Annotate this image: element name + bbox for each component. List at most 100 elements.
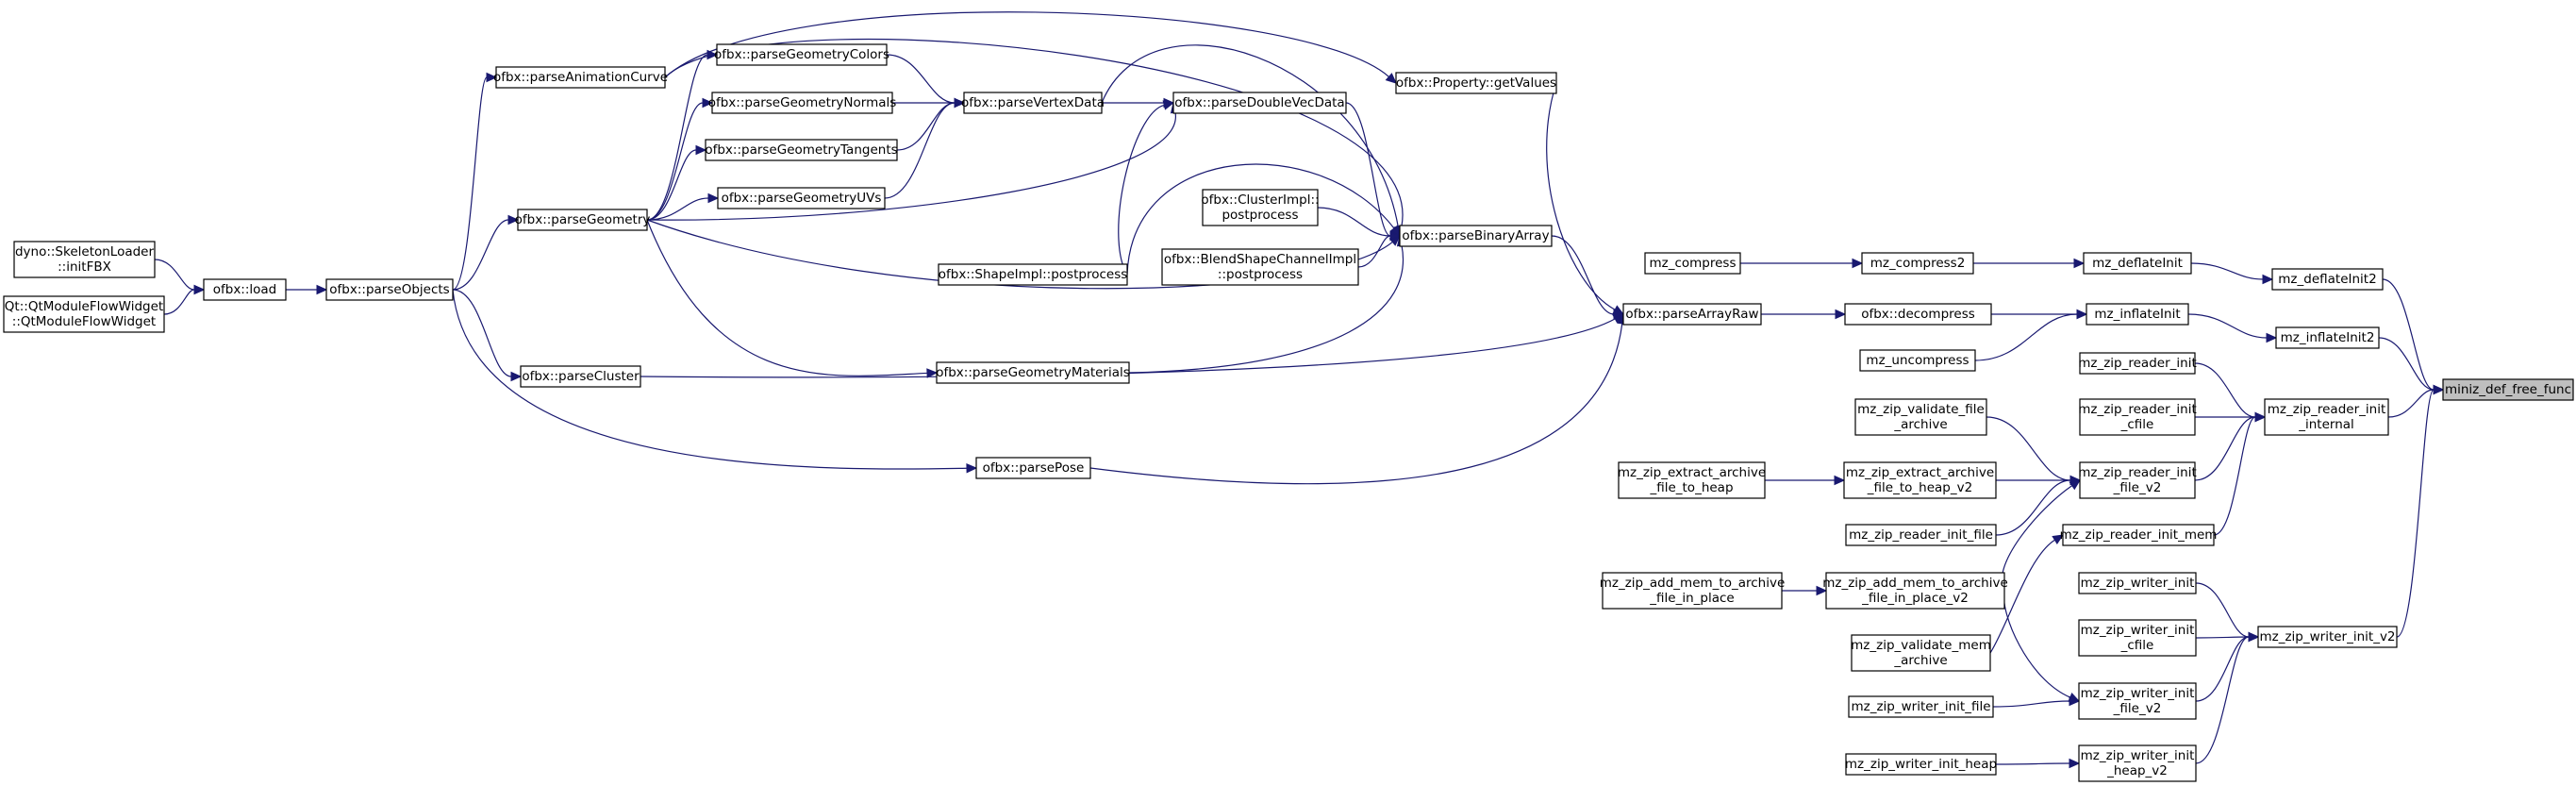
node-mz_zip_reader_init_internal[interactable]: mz_zip_reader_init_internal xyxy=(2264,398,2389,436)
node-box[interactable] xyxy=(2079,352,2196,375)
node-box[interactable] xyxy=(1843,461,1997,499)
node-mz_zip_reader_init_file_v2[interactable]: mz_zip_reader_init_file_v2 xyxy=(2078,461,2197,499)
node-ofbx_ShapeImpl[interactable]: ofbx::ShapeImpl::postprocess xyxy=(938,263,1128,286)
node-mz_zip_add_mem_to_archive_file_in_place_v2[interactable]: mz_zip_add_mem_to_archive_file_in_place_… xyxy=(1822,572,2008,610)
node-mz_zip_reader_init[interactable]: mz_zip_reader_init xyxy=(2078,352,2197,375)
node-mz_zip_writer_init_heap_v2[interactable]: mz_zip_writer_init_heap_v2 xyxy=(2078,744,2197,782)
node-box[interactable] xyxy=(325,278,454,301)
node-ofbx_Property_getValues[interactable]: ofbx::Property::getValues xyxy=(1395,72,1557,94)
node-box[interactable] xyxy=(2264,398,2389,436)
node-ofbx_parseGeometryMaterials[interactable]: ofbx::parseGeometryMaterials xyxy=(936,361,1130,384)
node-mz_zip_validate_file_archive[interactable]: mz_zip_validate_file_archive xyxy=(1854,398,1987,436)
node-box[interactable] xyxy=(1851,634,1991,672)
node-box[interactable] xyxy=(1845,753,1997,776)
node-mz_compress[interactable]: mz_compress xyxy=(1644,252,1741,275)
node-box[interactable] xyxy=(1161,248,1359,286)
node-box[interactable] xyxy=(2442,378,2574,401)
node-box[interactable] xyxy=(2078,572,2197,594)
node-ofbx_parseGeometryTangents[interactable]: ofbx::parseGeometryTangents xyxy=(705,139,898,161)
node-mz_deflateInit2[interactable]: mz_deflateInit2 xyxy=(2271,268,2384,291)
node-box[interactable] xyxy=(1172,92,1347,114)
node-box[interactable] xyxy=(1622,303,1762,326)
node-mz_compress2[interactable]: mz_compress2 xyxy=(1861,252,1974,275)
node-ofbx_parseGeometryColors[interactable]: ofbx::parseGeometryColors xyxy=(714,43,889,66)
node-box[interactable] xyxy=(936,361,1130,384)
node-ofbx_parseArrayRaw[interactable]: ofbx::parseArrayRaw xyxy=(1622,303,1762,326)
node-box[interactable] xyxy=(1202,189,1319,226)
node-box[interactable] xyxy=(495,66,666,89)
node-label: mz_zip_reader_init_mem xyxy=(2060,527,2218,543)
node-ofbx_parseAnimationCurve[interactable]: ofbx::parseAnimationCurve xyxy=(493,66,668,89)
node-ofbx_parseVertexData[interactable]: ofbx::parseVertexData xyxy=(961,92,1105,114)
node-mz_inflateInit[interactable]: mz_inflateInit xyxy=(2086,303,2189,326)
node-box[interactable] xyxy=(1845,524,1997,546)
node-mz_zip_writer_init_v2[interactable]: mz_zip_writer_init_v2 xyxy=(2257,626,2398,648)
node-ofbx_parsePose[interactable]: ofbx::parsePose xyxy=(975,457,1091,479)
node-miniz_def_free_func[interactable]: miniz_def_free_func xyxy=(2442,378,2574,401)
node-mz_zip_writer_init[interactable]: mz_zip_writer_init xyxy=(2078,572,2197,594)
node-box[interactable] xyxy=(517,209,648,231)
node-box[interactable] xyxy=(2078,682,2197,720)
node-box[interactable] xyxy=(1859,349,1976,372)
node-mz_uncompress[interactable]: mz_uncompress xyxy=(1859,349,1976,372)
node-box[interactable] xyxy=(13,241,156,278)
node-mz_zip_writer_init_file[interactable]: mz_zip_writer_init_file xyxy=(1848,695,1994,718)
node-ofbx_parseBinaryArray[interactable]: ofbx::parseBinaryArray xyxy=(1399,225,1553,247)
node-mz_zip_validate_mem_archive[interactable]: mz_zip_validate_mem_archive xyxy=(1851,634,1991,672)
node-box[interactable] xyxy=(520,365,641,388)
node-mz_zip_extract_archive_file_to_heap_v2[interactable]: mz_zip_extract_archive_file_to_heap_v2 xyxy=(1843,461,1997,499)
node-box[interactable] xyxy=(716,43,888,66)
node-ofbx_load[interactable]: ofbx::load xyxy=(203,278,287,301)
node-ofbx_parseCluster[interactable]: ofbx::parseCluster xyxy=(520,365,641,388)
node-box[interactable] xyxy=(1848,695,1994,718)
node-box[interactable] xyxy=(2079,461,2196,499)
node-box[interactable] xyxy=(1602,572,1783,610)
node-box[interactable] xyxy=(1618,461,1766,499)
node-box[interactable] xyxy=(1395,72,1557,94)
node-box[interactable] xyxy=(938,263,1128,286)
node-box[interactable] xyxy=(2257,626,2398,648)
node-box[interactable] xyxy=(711,92,893,114)
node-box[interactable] xyxy=(2078,619,2197,657)
node-box[interactable] xyxy=(1825,572,2005,610)
node-ofbx_parseGeometry[interactable]: ofbx::parseGeometry xyxy=(515,209,651,231)
node-box[interactable] xyxy=(1861,252,1974,275)
node-mz_zip_reader_init_file[interactable]: mz_zip_reader_init_file xyxy=(1845,524,1997,546)
node-mz_zip_writer_init_file_v2[interactable]: mz_zip_writer_init_file_v2 xyxy=(2078,682,2197,720)
node-box[interactable] xyxy=(963,92,1103,114)
node-box[interactable] xyxy=(975,457,1091,479)
node-box[interactable] xyxy=(2271,268,2384,291)
node-box[interactable] xyxy=(1644,252,1741,275)
node-box[interactable] xyxy=(2083,252,2192,275)
node-box[interactable] xyxy=(2062,524,2215,546)
node-box[interactable] xyxy=(3,295,165,333)
node-box[interactable] xyxy=(203,278,287,301)
node-mz_zip_writer_init_heap[interactable]: mz_zip_writer_init_heap xyxy=(1845,753,1997,776)
node-ofbx_parseDoubleVecData[interactable]: ofbx::parseDoubleVecData xyxy=(1172,92,1347,114)
node-dyno_skel[interactable]: dyno::SkeletonLoader::initFBX xyxy=(13,241,156,278)
node-box[interactable] xyxy=(1844,303,1992,326)
node-ofbx_parseObjects[interactable]: ofbx::parseObjects xyxy=(325,278,454,301)
node-box[interactable] xyxy=(2079,398,2196,436)
node-mz_zip_add_mem_to_archive_file_in_place[interactable]: mz_zip_add_mem_to_archive_file_in_place xyxy=(1600,572,1786,610)
node-mz_zip_reader_init_mem[interactable]: mz_zip_reader_init_mem xyxy=(2060,524,2218,546)
node-mz_zip_extract_archive_file_to_heap[interactable]: mz_zip_extract_archive_file_to_heap xyxy=(1618,461,1766,499)
node-ofbx_parseGeometryNormals[interactable]: ofbx::parseGeometryNormals xyxy=(708,92,897,114)
node-box[interactable] xyxy=(2275,326,2380,349)
node-box[interactable] xyxy=(1399,225,1553,247)
node-box[interactable] xyxy=(2086,303,2189,326)
node-ofbx_ClusterImpl[interactable]: ofbx::ClusterImpl::postprocess xyxy=(1201,189,1320,226)
node-qt_flow[interactable]: Qt::QtModuleFlowWidget::QtModuleFlowWidg… xyxy=(3,295,165,333)
node-box[interactable] xyxy=(717,187,886,209)
node-mz_deflateInit[interactable]: mz_deflateInit xyxy=(2083,252,2192,275)
node-box[interactable] xyxy=(705,139,898,161)
node-ofbx_decompress[interactable]: ofbx::decompress xyxy=(1844,303,1992,326)
node-mz_zip_writer_init_cfile[interactable]: mz_zip_writer_init_cfile xyxy=(2078,619,2197,657)
node-mz_zip_reader_init_cfile[interactable]: mz_zip_reader_init_cfile xyxy=(2078,398,2197,436)
node-ofbx_parseGeometryUVs[interactable]: ofbx::parseGeometryUVs xyxy=(717,187,886,209)
node-ofbx_BlendShape[interactable]: ofbx::BlendShapeChannelImpl::postprocess xyxy=(1161,248,1359,286)
node-box[interactable] xyxy=(1854,398,1987,436)
node-box[interactable] xyxy=(2078,744,2197,782)
node-mz_inflateInit2[interactable]: mz_inflateInit2 xyxy=(2275,326,2380,349)
arrowhead-ofbx_parseGeometry-to-ofbx_parseGeometryTangents xyxy=(695,144,707,156)
